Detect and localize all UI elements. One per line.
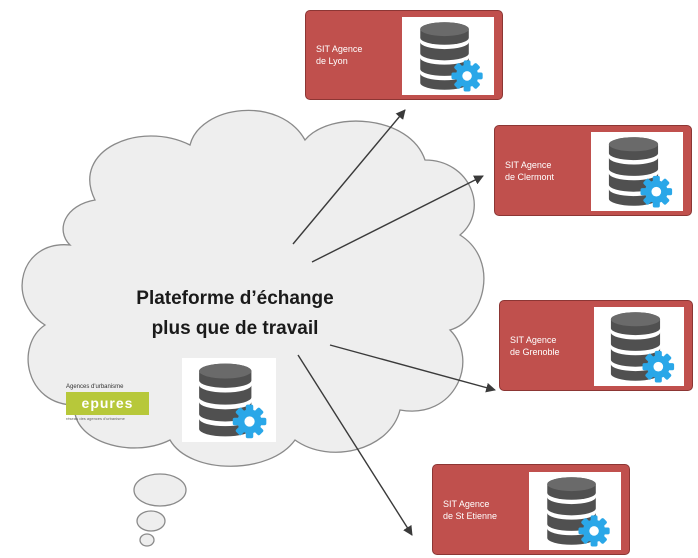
agency-box-st-etienne: SIT Agence de St Etienne <box>432 464 630 555</box>
database-gear-icon <box>420 22 483 92</box>
connection-arrows <box>292 109 496 536</box>
logo-top-text: Agences d'urbanisme <box>66 384 124 390</box>
database-gear-icon <box>547 477 610 547</box>
agency-database-tile-st-etienne <box>529 472 621 550</box>
agency-label-grenoble: SIT Agence de Grenoble <box>510 334 560 357</box>
database-gear-icon <box>610 312 675 383</box>
arrow-to-grenoble <box>329 344 496 393</box>
database-gear-icon <box>608 137 673 208</box>
platform-title-line-1: Plateforme d’échange <box>136 288 334 309</box>
agency-label-lyon: SIT Agence de Lyon <box>316 44 363 66</box>
logo-bottom-text: réseau des agences d'urbanisme <box>66 416 125 421</box>
agency-logo: Agences d'urbanisme epures réseau des ag… <box>66 383 149 423</box>
arrow-to-lyon <box>292 109 406 245</box>
agency-box-lyon: SIT Agence de Lyon <box>305 10 503 100</box>
platform-title-line-2: plus que de travail <box>151 318 319 339</box>
agency-database-tile-grenoble <box>594 307 684 386</box>
database-gear-icon <box>199 363 267 439</box>
cloud-shape <box>21 109 485 547</box>
agency-label-clermont: SIT Agence de Clermont <box>505 159 555 182</box>
arrow-to-st-etienne <box>297 354 413 536</box>
logo-band-text: epures <box>81 395 134 411</box>
agency-database-tile-clermont <box>591 132 683 211</box>
logo-band: epures <box>66 392 149 415</box>
agency-label-st-etienne: SIT Agence de St Etienne <box>443 498 498 521</box>
central-database-icon <box>182 358 276 442</box>
agency-database-tile-lyon <box>402 17 494 95</box>
agency-box-grenoble: SIT Agence de Grenoble <box>499 300 693 391</box>
agency-box-clermont: SIT Agence de Clermont <box>494 125 692 216</box>
arrow-to-clermont <box>311 175 484 263</box>
